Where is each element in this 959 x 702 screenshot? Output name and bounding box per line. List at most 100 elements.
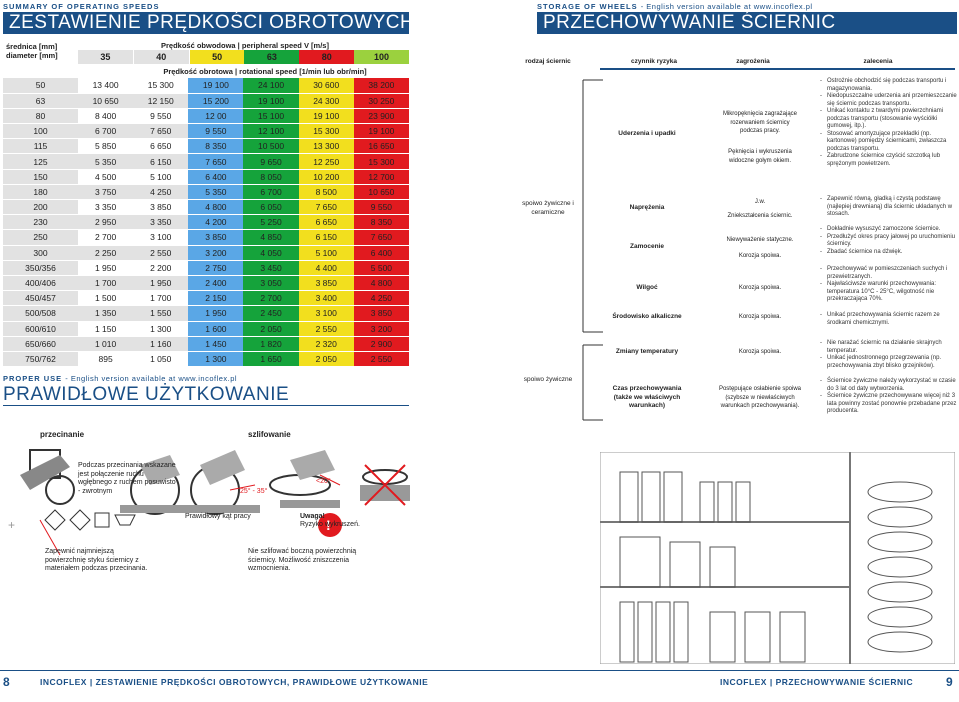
speed-cell: 19 100 [188, 78, 244, 94]
speed-cell: 1 500 [78, 290, 134, 307]
speed-cell: 1 950 [78, 260, 134, 276]
speed-cell: 7 650 [298, 199, 354, 216]
speed-cell: 4 050 [243, 245, 299, 261]
speed-cell: 3 750 [78, 184, 134, 201]
speed-cell: 1 950 [188, 305, 244, 322]
speed-cell: 1 300 [188, 351, 244, 368]
speed-cell: 1 700 [78, 275, 134, 292]
speed-cell: 10 650 [353, 184, 409, 201]
grinder-icon-2 [140, 455, 180, 485]
speed-cell: 19 100 [353, 123, 409, 140]
diameter-cell: 200 [3, 199, 78, 216]
speed-cell: 3 100 [133, 229, 189, 246]
risk-6: Zmiany temperatury [615, 348, 679, 355]
speed-cell: 2 900 [353, 336, 409, 352]
threat-2b: Zniekształcenia ściernic. [727, 213, 793, 219]
speed-cell: 6 400 [188, 169, 244, 185]
rec-4: Przechowywać w pomieszczeniach suchych i… [820, 266, 958, 304]
speed-cell: 19 100 [243, 93, 299, 109]
speed-cell: 16 650 [353, 138, 409, 155]
usage-illustrations: ! [20, 449, 410, 556]
diameter-cell: 230 [3, 214, 78, 231]
speed-cell: 13 400 [78, 78, 134, 94]
speed-cell: 5 500 [353, 260, 409, 276]
speed-cell: 4 800 [353, 275, 409, 292]
speed-cell: 1 450 [188, 336, 244, 352]
diameter-cell: 750/762 [3, 351, 78, 368]
workpiece [120, 505, 210, 513]
angle-2: <20° [316, 478, 331, 485]
angle-line [229, 484, 256, 491]
speed-cell: 4 250 [353, 290, 409, 307]
threat-3b: Korozja spoiwa. [738, 253, 782, 259]
speed-cell: 8 050 [243, 169, 299, 185]
workpiece-3 [280, 500, 340, 508]
speed-cell: 3 450 [243, 260, 299, 276]
speed-cell: 2 150 [188, 290, 244, 307]
rec-2: Zapewnić równą, gładką i czystą podstawę… [820, 196, 958, 219]
diameter-cell: 125 [3, 153, 78, 170]
speed-cell: 2 550 [298, 321, 354, 337]
cross-line-2 [364, 464, 406, 506]
speed-cell: 2 550 [133, 245, 189, 261]
diameter-cell: 250 [3, 229, 78, 246]
speed-cell: 7 650 [188, 153, 244, 170]
speed-cell: 5 250 [243, 214, 299, 231]
threat-7: Postępujące osłabienie spoiwa (szybsze w… [718, 386, 802, 409]
speed-cell: 3 100 [298, 305, 354, 322]
speed-cell: 4 800 [188, 199, 244, 216]
speed-100: 100 [354, 50, 409, 64]
recommendation-item: Niedopuszczalne uderzenia ani przemieszc… [820, 93, 958, 108]
speed-cell: 15 200 [188, 93, 244, 109]
risk-4: Wilgoć [636, 284, 658, 291]
speed-cell: 2 320 [298, 336, 354, 352]
storage-illustration [600, 452, 955, 664]
speed-cell: 2 450 [243, 305, 299, 322]
diameter-label: średnica [mm]diameter [mm] [6, 42, 58, 60]
speed-cell: 38 200 [353, 78, 409, 94]
speed-cell: 6 150 [298, 229, 354, 246]
wheel-stack [867, 481, 933, 653]
speed-cell: 30 250 [353, 93, 409, 109]
speed-cell: 7 650 [133, 123, 189, 140]
diameter-cell: 450/457 [3, 290, 78, 307]
speed-cell: 6 150 [133, 153, 189, 170]
speed-cell: 12 250 [298, 153, 354, 170]
speed-cell: 3 050 [243, 275, 299, 292]
plus-sign: + [8, 518, 16, 532]
rec-6: Nie narażać ściernic na działanie skrajn… [820, 340, 958, 370]
speed-cell: 2 950 [78, 214, 134, 231]
recommendation-item: Ściernice żywiczne przechowywane więcej … [820, 393, 958, 416]
speed-header-row: 35 40 50 63 80 100 [78, 50, 409, 64]
diameter-cell: 100 [3, 123, 78, 140]
diameter-cell: 600/610 [3, 321, 78, 337]
red-line [39, 519, 61, 556]
speed-cell: 6 700 [243, 184, 299, 201]
col-type: rodzaj ściernic [525, 58, 571, 65]
proper-kicker: PROPER USE - English version available a… [3, 374, 238, 383]
speed-cell: 9 650 [243, 153, 299, 170]
rec-3: Dokładnie wysuszyć zamoczone ściernice.P… [820, 226, 958, 256]
right-angle-label: Prawidłowy kąt pracy [185, 513, 251, 520]
speed-cell: 1 050 [133, 351, 189, 368]
speed-cell: 3 400 [298, 290, 354, 307]
col-risk: czynnik ryzyka [631, 58, 677, 65]
speed-cell: 3 850 [298, 275, 354, 292]
recommendation-item: Ściernice żywiczne należy wykorzystać w … [820, 378, 958, 393]
speed-cell: 13 300 [298, 138, 354, 155]
col-rec: zalecenia [863, 58, 893, 65]
risk-2: Naprężenia [629, 204, 665, 211]
speed-cell: 24 100 [243, 78, 299, 94]
diameter-cell: 115 [3, 138, 78, 155]
speed-cell: 3 850 [353, 305, 409, 322]
warning-title: Uwaga! [300, 513, 325, 520]
warning-text: Ryzyko wykruszeń. [300, 521, 360, 528]
diameter-cell: 180 [3, 184, 78, 201]
speed-cell: 2 200 [133, 260, 189, 276]
